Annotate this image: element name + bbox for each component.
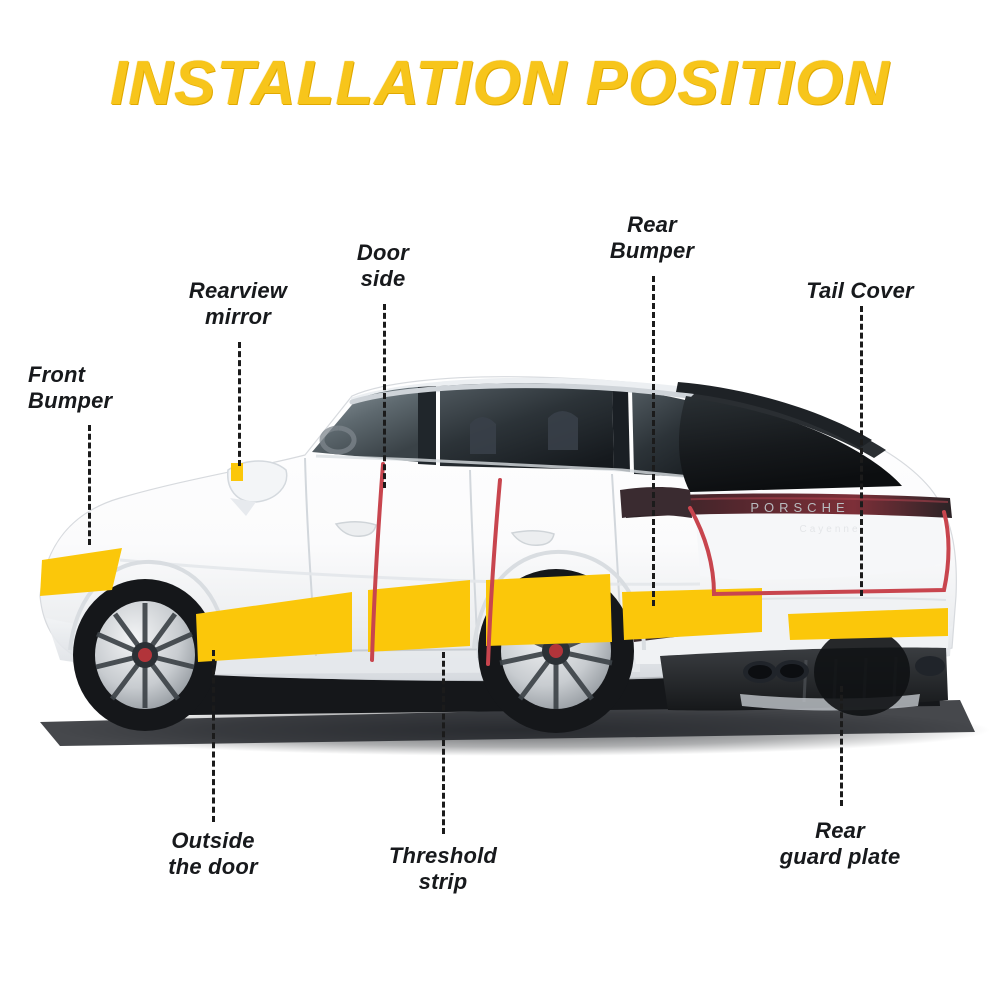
leader-rear-guard-plate: [840, 686, 843, 806]
leader-rear-bumper: [652, 276, 655, 606]
page-title: INSTALLATION POSITION: [110, 49, 890, 118]
leader-rearview-mirror: [238, 342, 241, 466]
leader-door-side: [383, 304, 386, 488]
label-door-side: Door side: [356, 240, 410, 291]
yellow-protector-strips: [40, 463, 948, 662]
label-rear-guard-plate: Rear guard plate: [779, 818, 901, 869]
front-wheel: [73, 579, 217, 731]
rear-bumper-strip: [788, 608, 948, 640]
rear-bumper-corner: [622, 588, 762, 640]
svg-text:Cayenne: Cayenne: [799, 524, 860, 535]
label-tail-cover: Tail Cover: [806, 278, 914, 303]
mirror-tab: [231, 463, 243, 481]
porsche-badge-text: PORSCHE: [750, 500, 849, 515]
rear-door-strip: [368, 580, 470, 652]
leader-threshold-strip: [442, 652, 445, 834]
front-door-edge-seal: [370, 462, 385, 662]
tailgate-seal: [688, 506, 951, 597]
label-rear-bumper: Rear Bumper: [609, 212, 695, 263]
label-front-bumper: Front Bumper: [28, 362, 113, 413]
leader-outside-the-door: [212, 650, 215, 822]
side-mirror: [227, 460, 288, 516]
label-rearview-mirror: Rearview mirror: [188, 278, 288, 329]
label-outside-the-door: Outside the door: [168, 828, 258, 879]
leader-tail-cover: [860, 306, 863, 596]
leader-front-bumper: [88, 425, 91, 545]
rear-wheel: [478, 569, 634, 733]
front-bumper-patch: [40, 548, 122, 596]
rear-quarter-strip: [486, 574, 612, 646]
label-threshold-strip: Threshold strip: [388, 843, 498, 894]
front-door-strip: [196, 592, 352, 662]
rear-door-edge-seal: [486, 478, 502, 666]
